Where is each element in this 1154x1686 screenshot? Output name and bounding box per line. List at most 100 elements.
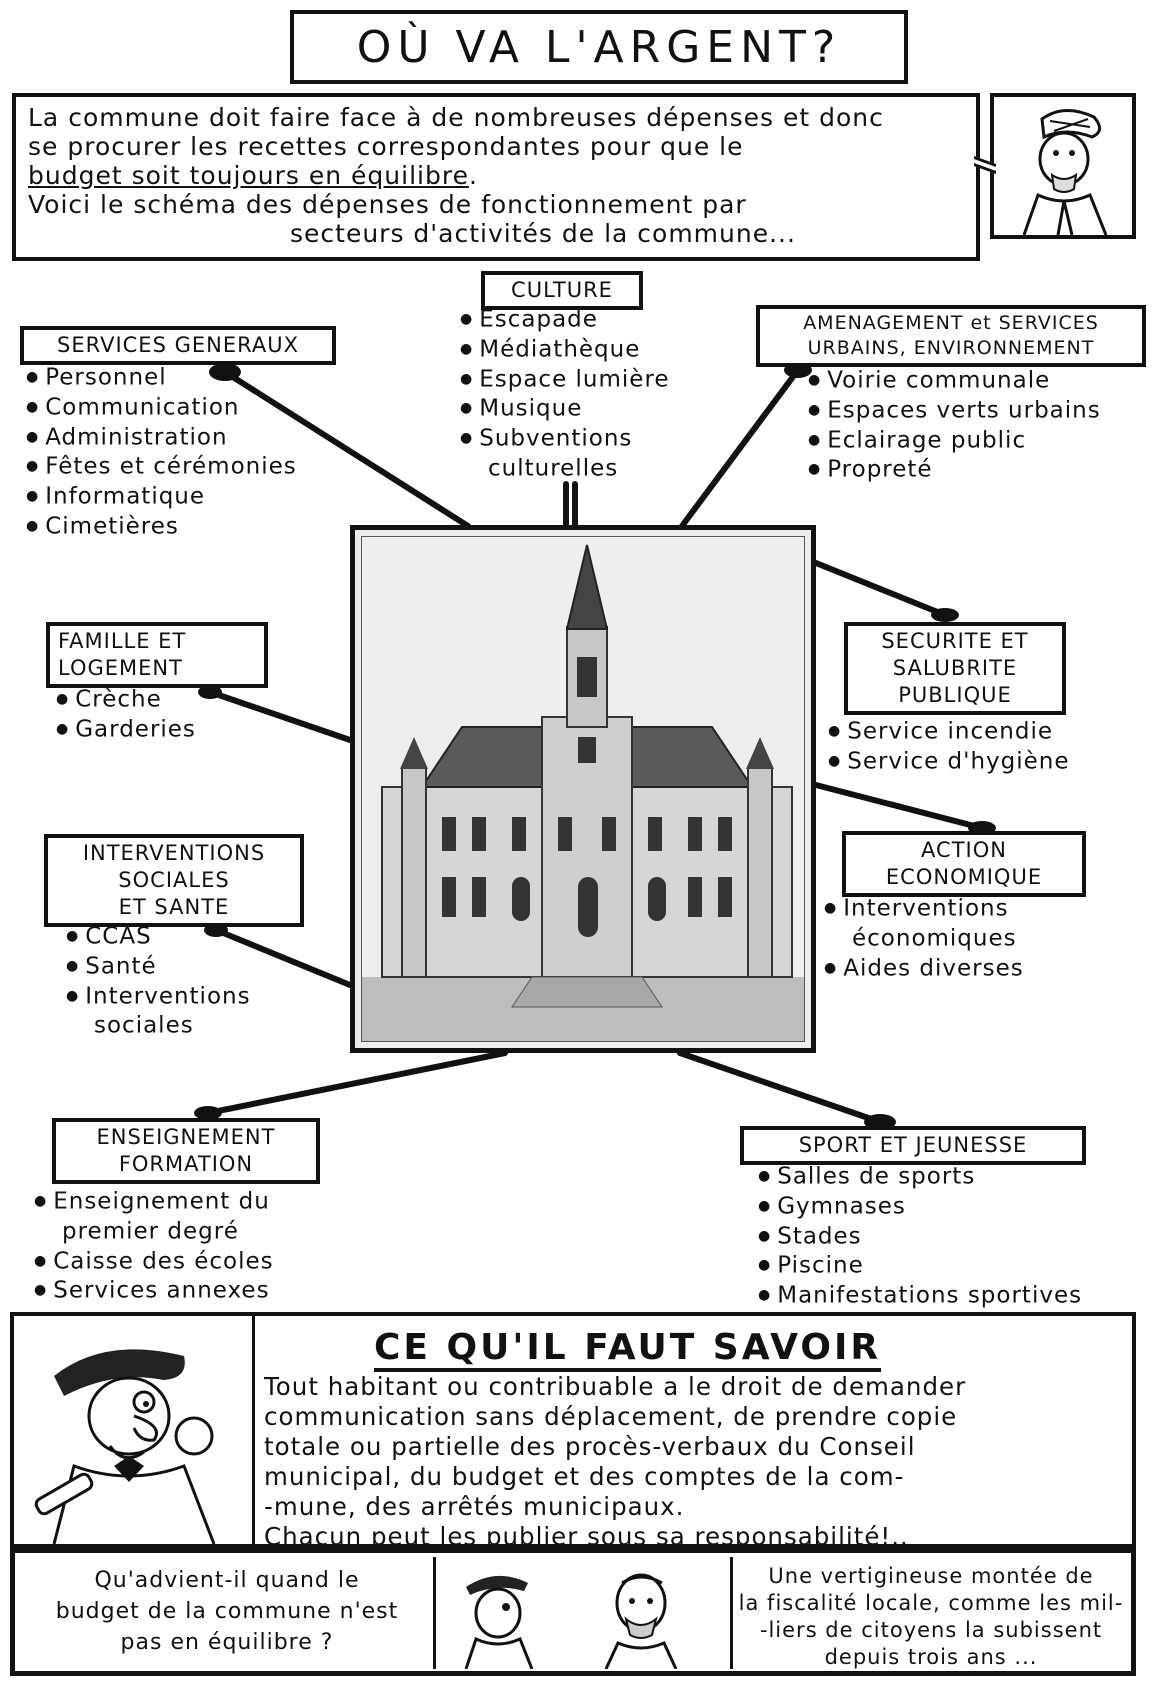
list-item: Services annexes (34, 1276, 354, 1306)
bottom-comic-strip: Qu'advient-il quand le budget de la comm… (10, 1548, 1136, 1676)
interventions-items: CCAS Santé Interventions sociales (66, 922, 326, 1041)
list-item: Communication (26, 393, 356, 423)
intro-line: La commune doit faire face à de nombreus… (28, 103, 884, 132)
category-enseignement: ENSEIGNEMENT FORMATION (52, 1118, 320, 1184)
intro-line: Voici le schéma des dépenses de fonction… (28, 190, 747, 219)
list-item: Subventions (460, 424, 700, 454)
info-line: communication sans déplacement, de prend… (264, 1402, 958, 1431)
list-item: Médiathèque (460, 335, 700, 365)
answer-line: depuis trois ans ... (824, 1645, 1038, 1669)
info-line: municipal, du budget et des comptes de l… (264, 1462, 905, 1491)
list-item: Cimetières (26, 512, 356, 542)
category-title-line: PUBLIQUE (898, 683, 1012, 707)
list-item: Gymnases (758, 1192, 1138, 1222)
list-item: Santé (66, 952, 326, 982)
list-item: Espaces verts urbains (808, 396, 1148, 426)
info-panel: CE QU'IL FAUT SAVOIR Tout habitant ou co… (10, 1312, 1136, 1551)
category-securite: SECURITE ET SALUBRITE PUBLIQUE (844, 622, 1066, 715)
list-item: Service d'hygiène (828, 747, 1128, 777)
info-heading: CE QU'IL FAUT SAVOIR (374, 1328, 882, 1372)
connector-action (813, 782, 985, 831)
category-title-line: FORMATION (118, 1152, 254, 1176)
list-item: Interventions (824, 894, 1124, 924)
intro-line: budget soit toujours en équilibre. (28, 161, 964, 190)
list-item: Manifestations sportives (758, 1281, 1138, 1311)
services-items: Personnel Communication Administration F… (26, 363, 356, 542)
category-interventions: INTERVENTIONS SOCIALES ET SANTE (44, 834, 304, 927)
list-item: Service incendie (828, 717, 1128, 747)
question-line: Qu'advient-il quand le (94, 1568, 360, 1593)
category-title-line: ET SANTE (118, 895, 230, 919)
two-characters-panel (433, 1557, 733, 1669)
answer-bubble: Une vertigineuse montée de la fiscalité … (731, 1563, 1131, 1671)
category-action: ACTION ECONOMIQUE (842, 831, 1086, 897)
list-item: Informatique (26, 482, 356, 512)
list-item-continued: économiques (852, 925, 1017, 951)
list-item: Caisse des écoles (34, 1247, 354, 1277)
list-item-continued: premier degré (62, 1218, 239, 1244)
two-men-illustration (464, 1573, 678, 1669)
enseignement-items: Enseignement du premier degré Caisse des… (34, 1187, 354, 1306)
list-item-continued: sociales (94, 1012, 194, 1039)
connector-sport (677, 1050, 883, 1125)
category-amenagement: AMENAGEMENT et SERVICES URBAINS, ENVIRON… (756, 305, 1146, 367)
intro-underlined: budget soit toujours en équilibre (28, 161, 469, 190)
list-item: Fêtes et cérémonies (26, 452, 356, 482)
list-item: Enseignement du (34, 1187, 354, 1217)
page-title: OÙ VA L'ARGENT? (290, 10, 908, 84)
info-line: -mune, des arrêtés municipaux. (264, 1492, 685, 1521)
category-sport: SPORT ET JEUNESSE (740, 1126, 1086, 1165)
connector-amenagement (679, 367, 801, 529)
list-item: Voirie communale (808, 366, 1148, 396)
category-title-line: LOGEMENT (58, 656, 183, 680)
town-hall-photo (350, 525, 816, 1053)
answer-line: la fiscalité locale, comme les mil- (738, 1591, 1124, 1615)
question-line: budget de la commune n'est (55, 1599, 399, 1624)
intro-period: . (468, 161, 478, 190)
famille-items: Crèche Garderies (56, 685, 276, 745)
category-services-generaux: SERVICES GENERAUX (20, 326, 336, 365)
category-title-line: SECURITE ET (881, 629, 1029, 653)
category-title-line: ACTION (921, 838, 1007, 862)
list-item: Salles de sports (758, 1162, 1138, 1192)
list-item: Personnel (26, 363, 356, 393)
category-title-line: INTERVENTIONS (82, 841, 266, 865)
man-with-cap-illustration (1022, 109, 1108, 235)
list-item: Propreté (808, 455, 1148, 485)
list-item: Crèche (56, 685, 276, 715)
answer-line: -liers de citoyens la subissent (759, 1618, 1103, 1642)
intro-line: secteurs d'activités de la commune... (290, 219, 796, 248)
answer-line: Une vertigineuse montée de (768, 1564, 1094, 1588)
intro-box: La commune doit faire face à de nombreus… (12, 93, 980, 261)
cartoon-man-with-hat-illustration (34, 1349, 216, 1544)
securite-items: Service incendie Service d'hygiène (828, 717, 1128, 777)
info-line: totale ou partielle des procès-verbaux d… (264, 1432, 916, 1461)
category-title-line: URBAINS, ENVIRONNEMENT (807, 337, 1095, 359)
category-title-line: SALUBRITE (892, 656, 1018, 680)
category-title-line: AMENAGEMENT et SERVICES (803, 312, 1099, 334)
list-item: CCAS (66, 922, 326, 952)
info-line: Tout habitant ou contribuable a le droit… (264, 1372, 967, 1401)
connector-securite (813, 560, 948, 618)
question-bubble: Qu'advient-il quand le budget de la comm… (27, 1565, 427, 1658)
list-item: Aides diverses (824, 954, 1124, 984)
intro-line: se procurer les recettes correspondantes… (28, 132, 744, 161)
info-body: Tout habitant ou contribuable a le droit… (264, 1372, 1134, 1552)
category-title-line: ECONOMIQUE (885, 865, 1043, 889)
connector-dot (194, 1106, 222, 1120)
culture-items: Escapade Médiathèque Espace lumière Musi… (460, 305, 700, 484)
list-item: Garderies (56, 715, 276, 745)
category-title-line: FAMILLE ET (58, 629, 187, 653)
info-line: Chacun peut les publier sous sa responsa… (264, 1522, 909, 1551)
connector-dot (931, 608, 959, 622)
list-item-continued: culturelles (488, 455, 619, 481)
list-item: Piscine (758, 1251, 1138, 1281)
action-items: Interventions économiques Aides diverses (824, 894, 1124, 983)
amenagement-items: Voirie communale Espaces verts urbains E… (808, 366, 1148, 485)
list-item: Administration (26, 423, 356, 453)
sport-items: Salles de sports Gymnases Stades Piscine… (758, 1162, 1138, 1311)
list-item: Escapade (460, 305, 700, 335)
category-famille: FAMILLE ET LOGEMENT (46, 622, 268, 688)
list-item: Musique (460, 394, 700, 424)
list-item: Interventions (66, 982, 326, 1012)
